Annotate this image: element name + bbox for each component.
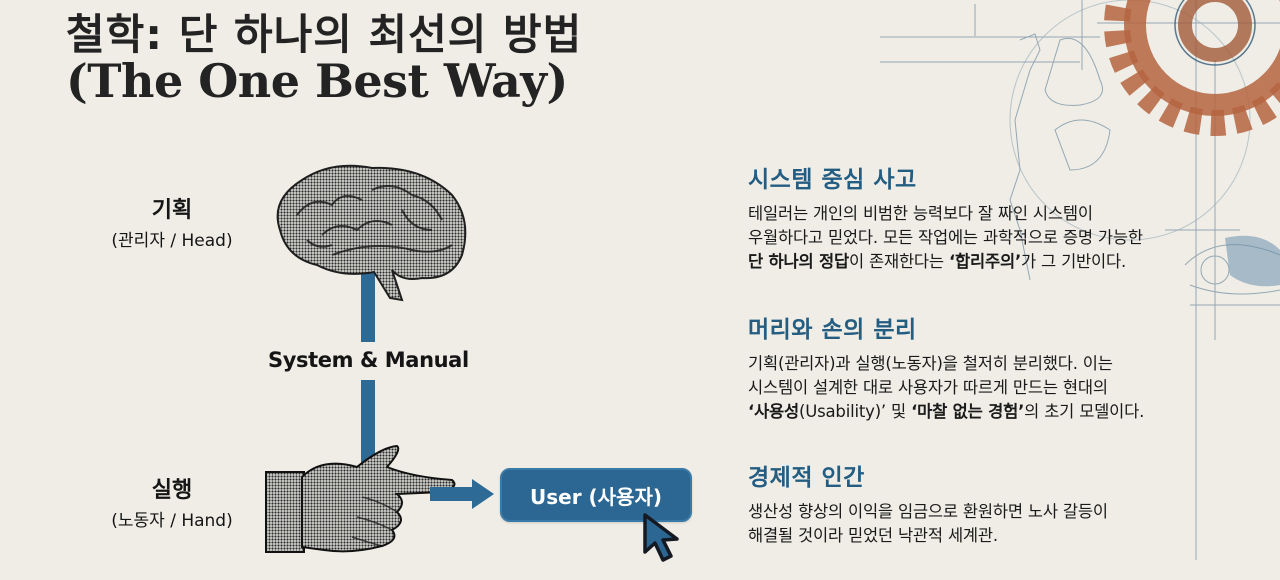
section-body: 기획(관리자)과 실행(노동자)을 철저히 분리했다. 이는 시스템이 설계한 …: [748, 354, 1145, 421]
mouse-cursor-icon: [643, 513, 679, 562]
title-english: (The One Best Way): [66, 54, 568, 109]
arrow-right-icon: [472, 479, 494, 509]
section-body: 생산성 향상의 이익을 임금으로 환원하면 노사 갈등이 해결될 것이라 믿었던…: [748, 502, 1108, 545]
user-button-label: User (사용자): [529, 484, 663, 509]
section-economic-man: 경제적 인간 생산성 향상의 이익을 임금으로 환원하면 노사 갈등이 해결될 …: [748, 458, 1218, 548]
title-korean: 철학: 단 하나의 최선의 방법: [66, 10, 583, 59]
planning-label: 기획 (관리자 / Head): [92, 192, 252, 251]
gear-icon: [1104, 0, 1280, 136]
section-heading: 경제적 인간: [748, 465, 865, 491]
execution-label: 실행 (노동자 / Hand): [92, 472, 252, 531]
section-heading: 머리와 손의 분리: [748, 317, 917, 343]
system-manual-label: System & Manual: [268, 348, 469, 372]
planning-title: 기획: [151, 198, 193, 223]
execution-subtitle: (노동자 / Hand): [111, 511, 233, 531]
section-body: 테일러는 개인의 비범한 능력보다 잘 짜인 시스템이 우월하다고 믿었다. 모…: [748, 204, 1143, 271]
connector-line-top: [361, 270, 375, 342]
planning-subtitle: (관리자 / Head): [111, 231, 233, 251]
arrow-shaft: [430, 487, 476, 501]
section-system-thinking: 시스템 중심 사고 테일러는 개인의 비범한 능력보다 잘 짜인 시스템이 우월…: [748, 160, 1218, 274]
eye-sketch-icon: [1225, 235, 1280, 287]
pointing-hand-icon: [265, 444, 456, 553]
user-button[interactable]: User (사용자): [500, 468, 692, 522]
execution-title: 실행: [151, 478, 193, 503]
section-heading: 시스템 중심 사고: [748, 167, 917, 193]
section-head-hand-separation: 머리와 손의 분리 기획(관리자)과 실행(노동자)을 철저히 분리했다. 이는…: [748, 310, 1218, 424]
page-title: 철학: 단 하나의 최선의 방법 (The One Best Way): [66, 12, 582, 107]
brain-icon: [276, 164, 467, 302]
